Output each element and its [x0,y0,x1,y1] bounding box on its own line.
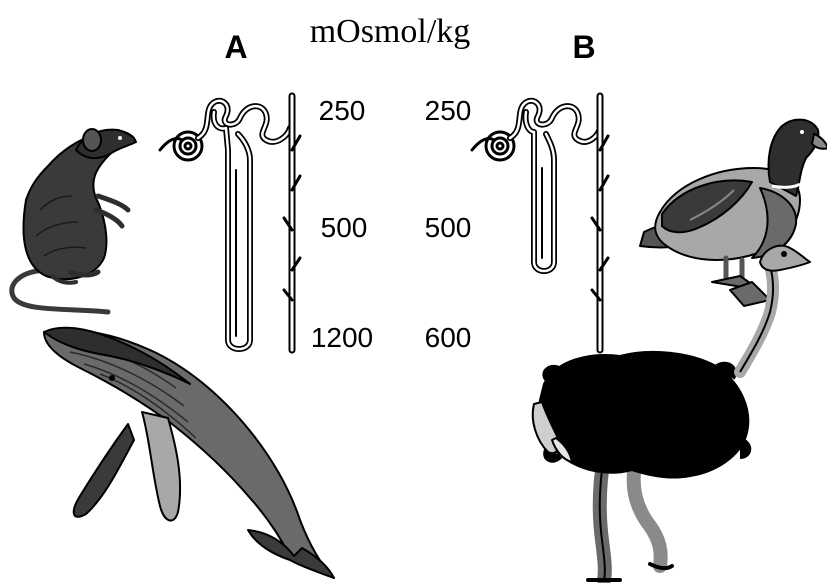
rat-icon [12,129,136,312]
panel-b-value-outer-medulla: 500 [425,212,472,243]
duck-icon [640,120,827,306]
panel-a-value-outer-medulla: 500 [321,212,368,243]
panel-b-label: B [572,29,595,65]
whale-icon [44,328,334,578]
nephron-a-long-loop [160,101,290,349]
panel-a-value-inner-medulla: 1200 [311,322,373,353]
panel-b-value-inner-medulla: 600 [425,322,472,353]
nephron-b-short-loop [472,101,600,271]
units-label: mOsmol/kg [310,13,471,50]
panel-a-label: A [224,29,247,65]
panel-a-value-cortex: 250 [319,95,366,126]
ostrich-icon [533,246,810,580]
panel-b-value-cortex: 250 [425,95,472,126]
